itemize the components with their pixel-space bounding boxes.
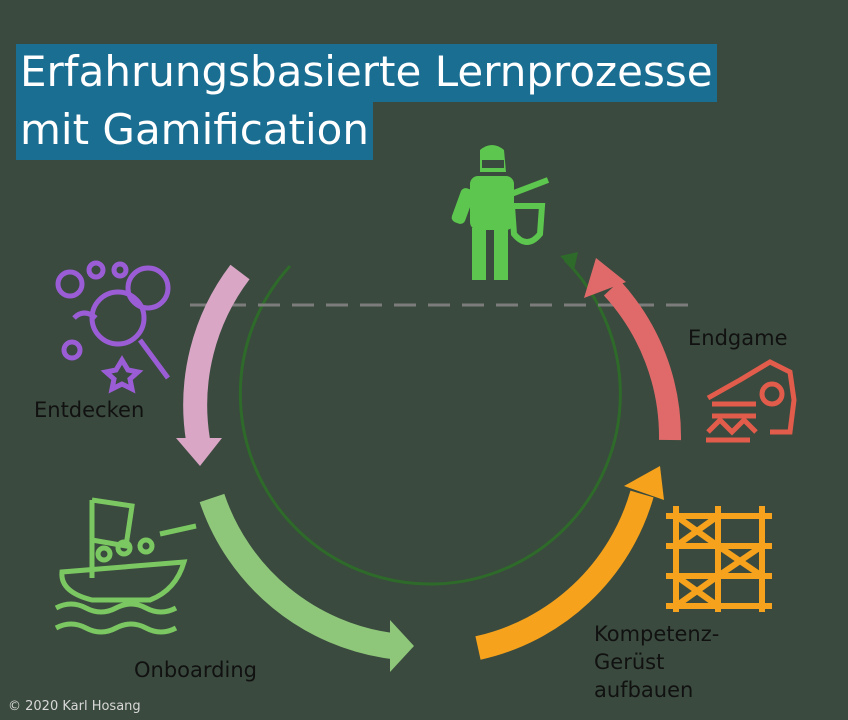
label-kompetenz-line3: aufbauen [594,678,694,702]
label-kompetenz: Kompetenz- Gerüst aufbauen [594,620,719,704]
dragon-icon [706,359,797,443]
label-entdecken: Entdecken [34,398,145,422]
magic-wand-icon [55,260,171,394]
copyright-credit: © 2020 Karl Hosang [8,699,141,714]
title-line-1: Erfahrungsbasierte Lernprozesse [16,44,717,102]
ship-icon [54,497,197,635]
arrow-onboarding [199,493,414,672]
label-kompetenz-line1: Kompetenz- [594,622,720,646]
title-line-2: mit Gamification [16,102,374,160]
label-onboarding: Onboarding [134,658,257,682]
arrow-entdecken [176,264,250,466]
label-endgame: Endgame [688,326,788,350]
arrow-endgame [584,258,682,441]
title: Erfahrungsbasierte Lernprozesse mit Gami… [16,44,717,160]
label-kompetenz-line2: Gerüst [594,650,665,674]
cycle-ring [238,252,622,586]
hero-knight-icon [451,145,550,280]
scaffold-icon [666,506,772,612]
arrow-kompetenz [475,466,664,660]
